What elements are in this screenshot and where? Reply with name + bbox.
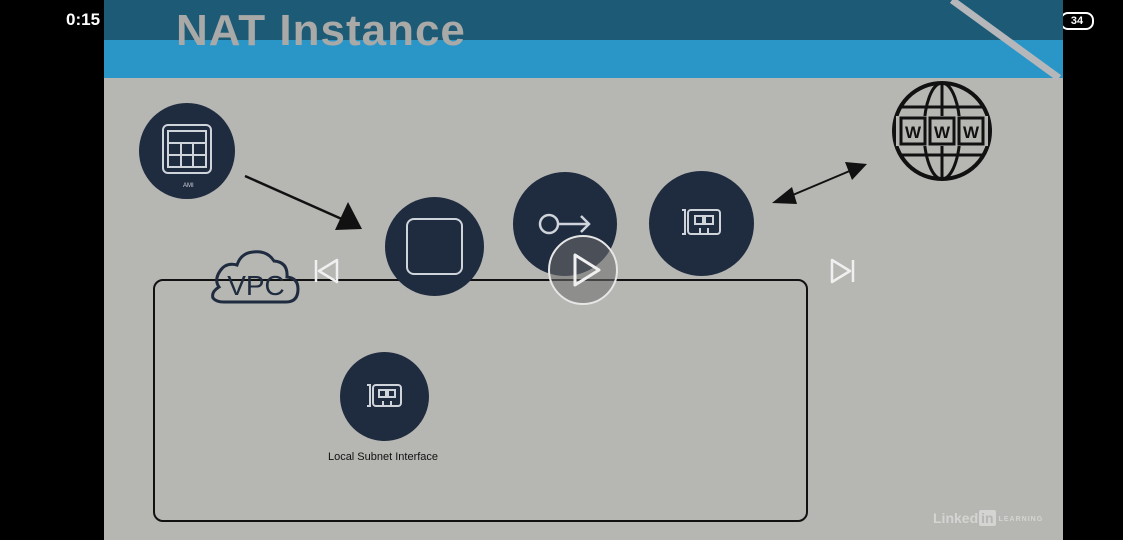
slide-title: NAT Instance [176,6,466,55]
network-interface-icon [682,209,721,235]
vpc-boundary [153,279,808,522]
network-interface-circle [649,171,754,276]
arrowhead-right [845,162,867,180]
www-letter-3: W [963,123,980,142]
skip-previous-button[interactable] [313,257,341,285]
local-subnet-label: Local Subnet Interface [327,451,439,463]
internet-bidirectional-arrow-line [787,169,853,198]
header-diagonal-accent [949,0,1062,80]
status-time: 0:15 [66,10,101,29]
ami-to-instance-arrow-line [244,174,345,222]
arrowhead-left [772,187,797,204]
ec2-instance-circle [385,197,484,296]
instance-square-icon [406,218,463,275]
ami-circle [139,103,235,199]
local-subnet-interface-circle [340,352,429,441]
www-letter-2: W [934,123,951,142]
slide-header-stripe [104,40,1063,78]
vpc-cloud-icon: VPC [211,250,300,304]
vpc-label: VPC [227,270,285,301]
ami-label: AMI [183,183,194,189]
slide-header-band [104,0,1063,40]
play-button[interactable] [548,235,618,305]
route-arrow-icon [538,213,591,235]
ami-to-instance-arrowhead [335,202,362,230]
skip-next-button[interactable] [828,257,856,285]
watermark-brand: Linked [933,510,979,526]
watermark-in-badge: in [979,510,996,526]
www-letter-1: W [905,123,922,142]
network-interface-icon-local [367,384,402,407]
play-icon [573,253,601,287]
video-slide[interactable]: NAT Instance [104,0,1063,540]
internet-globe-icon: W W W [892,81,992,181]
ami-grid-icon [162,124,212,174]
watermark-suffix: LEARNING [998,515,1044,523]
